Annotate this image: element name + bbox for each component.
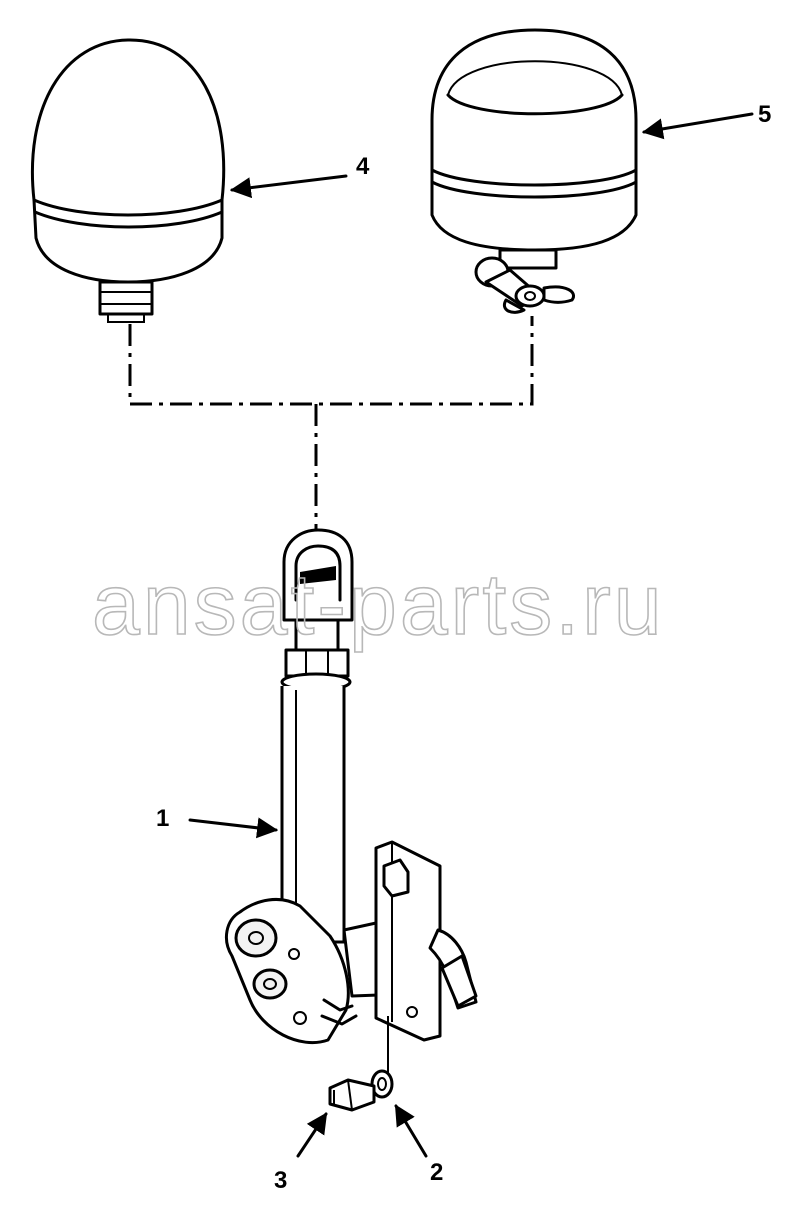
callout-2: 2 — [430, 1159, 443, 1186]
callout-3: 3 — [274, 1167, 287, 1194]
part-1-mounting-pole — [224, 528, 478, 1045]
part-3-bolt — [328, 1078, 376, 1112]
assembly-connection-lines — [128, 316, 534, 530]
callout-1: 1 — [156, 805, 169, 832]
watermark-text: ansat-parts.ru — [92, 557, 665, 653]
part-5-beacon-lamp — [430, 28, 638, 314]
callout-leaders — [188, 112, 754, 1158]
callout-5: 5 — [758, 101, 771, 128]
part-4-beacon-lamp — [30, 38, 226, 323]
callout-4: 4 — [356, 153, 370, 180]
part-2-washer — [370, 1016, 394, 1099]
